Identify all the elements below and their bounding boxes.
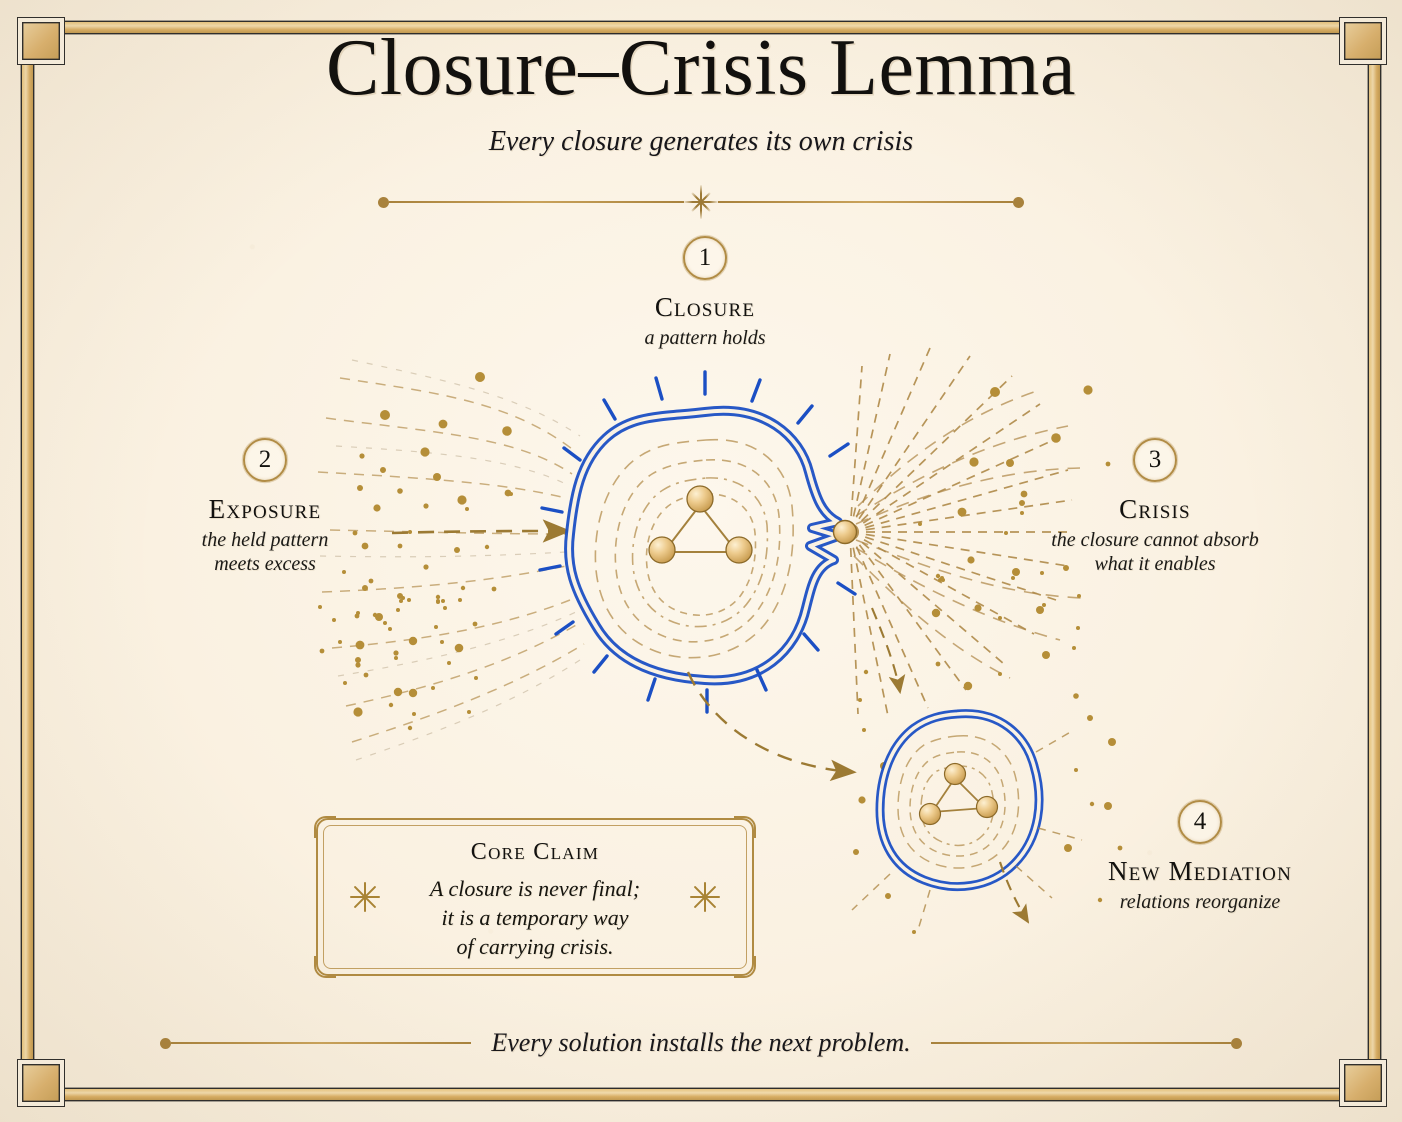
mediation-blob-outer-stroke [875,709,1044,892]
core-claim-line-3: of carrying crisis. [456,934,614,960]
step-2-subtitle-line-2: meets excess [214,553,316,576]
step-2-exposure[interactable]: 2 Exposure the held pattern meets excess [125,438,405,577]
asterisk-star-icon [684,185,718,219]
core-claim-notch-tr [734,816,756,838]
mediation-node [918,802,942,826]
footer-text: Every solution installs the next problem… [491,1028,911,1057]
step-3-badge: 3 [1133,438,1177,482]
rupture-node [832,519,858,545]
core-claim-notch-bl [314,956,336,978]
core-claim-body: A closure is never final; it is a tempor… [386,874,684,961]
step-4-new-mediation[interactable]: 4 New Mediation relations reorganize [1055,800,1345,914]
step-1-closure[interactable]: 1 Closure a pattern holds [565,236,845,350]
closure-node [725,536,753,564]
step-3-crisis[interactable]: 3 Crisis the closure cannot absorb what … [1015,438,1295,577]
exposure-inflow-arrow [391,519,572,543]
footer-line-left [171,1042,472,1044]
step-1-title: Closure [654,292,756,322]
step-4-badge: 4 [1178,800,1222,844]
core-claim-outer-border [316,818,754,976]
reorganization-arrow [686,671,857,782]
step-2-badge: 2 [243,438,287,482]
closure-blob-contours [594,438,794,659]
step-1-badge: 1 [683,236,727,280]
closure-node [648,536,676,564]
step-3-subtitle-line-1: the closure cannot absorb [1051,529,1259,551]
core-claim-notch-br [734,956,756,978]
mediation-exit-arrow [999,861,1030,924]
page-title: Closure–Crisis Lemma [326,24,1076,112]
step-3-subtitle-line-2: what it enables [1094,553,1216,576]
mediation-blob-contours [897,735,1020,869]
crisis-descend-arrow [871,607,906,695]
divider-dot-left [378,196,389,208]
step-4-title: New Mediation [1107,856,1293,886]
core-claim-line-1: A closure is never final; [429,876,641,901]
corner-ornament-bottom-right [1339,1059,1387,1107]
mediation-blob-emissions [851,729,1083,931]
core-claim-heading: Core Claim [470,839,600,865]
mediation-blob-inner-stroke [878,711,1041,889]
step-2-title: Exposure [208,494,322,524]
core-claim-notch-tl [314,816,336,838]
closure-blob-outer-stroke [564,405,843,686]
core-claim-inner-border [323,825,747,969]
footer-band: Every solution installs the next problem… [0,1028,1402,1058]
asterisk-star-icon-right [690,882,720,912]
divider-dot-right [1013,196,1024,208]
step-1-subtitle-line-1: a pattern holds [644,327,766,349]
mediation-node [943,762,967,786]
closure-blob-inner-stroke [567,408,840,683]
corner-ornament-bottom-left [17,1059,65,1107]
page-subtitle: Every closure generates its own crisis [488,126,914,157]
step-2-subtitle-line-1: the held pattern [201,529,329,551]
closure-blob-node-triangle [648,485,753,564]
asterisk-star-icon-left [350,882,380,912]
footer-dot-right [1230,1037,1242,1049]
core-claim-card: Core Claim A closure is never final; it … [314,816,756,978]
footer-dot-left [160,1037,172,1049]
header-divider [355,184,1047,220]
closure-node [686,485,714,513]
mediation-blob-node-triangle [918,762,999,826]
step-4-subtitle-line-1: relations reorganize [1119,891,1281,913]
mediation-node [975,795,999,819]
footer-line-right [930,1042,1231,1044]
core-claim-line-2: it is a temporary way [441,905,629,931]
closure-blob-radial-ticks [538,370,857,714]
divider-line-right [718,201,1013,203]
step-3-title: Crisis [1119,494,1191,524]
divider-line-left [389,201,684,203]
